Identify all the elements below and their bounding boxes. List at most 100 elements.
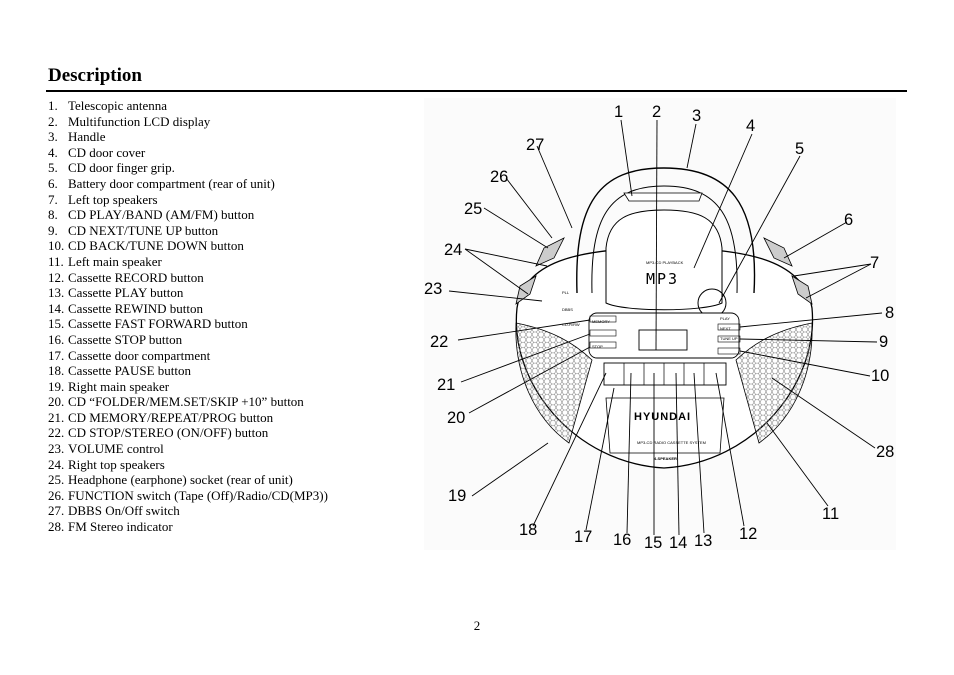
list-item: 18.Cassette PAUSE button [48, 363, 328, 379]
list-item-label: CD STOP/STEREO (ON/OFF) button [68, 425, 269, 441]
diagram-svg: MP3-CD PLAYBACK MP3 PLL DBBS CD-R/RW PLA… [424, 98, 896, 550]
list-item-label: CD PLAY/BAND (AM/FM) button [68, 207, 255, 223]
callout-17: 17 [574, 528, 592, 546]
list-item-number: 17. [48, 347, 65, 363]
list-item-label: Battery door compartment (rear of unit) [68, 175, 275, 191]
display-text: MP3 [646, 270, 679, 288]
handle-grip [623, 192, 703, 202]
list-item: 24.Right top speakers [48, 457, 328, 473]
label-memory: MEMORY [592, 319, 610, 324]
list-item-number: 26. [48, 487, 65, 503]
list-item: 28.FM Stereo indicator [48, 519, 328, 535]
callout-16: 16 [613, 531, 631, 549]
list-item-number: 5. [48, 160, 58, 176]
list-item-label: Multifunction LCD display [68, 113, 211, 129]
list-item-number: 19. [48, 378, 65, 394]
callout-20: 20 [447, 409, 465, 427]
callout-23: 23 [424, 280, 442, 298]
callout-15: 15 [644, 534, 662, 550]
speaker-caption: 4-SPEAKER [654, 456, 677, 461]
callout-19: 19 [448, 487, 466, 505]
list-item: 9. CD NEXT/TUNE UP button [48, 223, 328, 239]
list-item-label: CD NEXT/TUNE UP button [68, 222, 219, 238]
list-item-number: 22. [48, 425, 65, 441]
list-item-number: 11. [48, 253, 64, 269]
title-rule [46, 90, 907, 92]
list-item-label: Left top speakers [68, 191, 158, 207]
list-item-number: 16. [48, 331, 65, 347]
list-item-label: FM Stereo indicator [68, 519, 173, 535]
list-item-number: 13. [48, 285, 65, 301]
callout-25: 25 [464, 200, 482, 218]
list-item-label: FUNCTION switch (Tape (Off)/Radio/CD(MP3… [68, 487, 328, 503]
list-item: 3. Handle [48, 129, 328, 145]
callout-28: 28 [876, 443, 894, 461]
list-item-number: 12. [48, 269, 65, 285]
brand-logo: HYUNDAI [634, 411, 691, 423]
list-item-number: 6. [48, 175, 58, 191]
list-item-label: Right main speaker [68, 378, 170, 394]
list-item: 22.CD STOP/STEREO (ON/OFF) button [48, 425, 328, 441]
callout-8: 8 [885, 304, 894, 322]
callout-27: 27 [526, 136, 544, 154]
list-item: 12.Cassette RECORD button [48, 270, 328, 286]
list-item-label: Headphone (earphone) socket (rear of uni… [68, 472, 293, 488]
list-item: 15.Cassette FAST FORWARD button [48, 316, 328, 332]
list-item: 14.Cassette REWIND button [48, 301, 328, 317]
list-item-number: 21. [48, 409, 65, 425]
callout-3: 3 [692, 107, 701, 125]
list-item: 4.CD door cover [48, 145, 328, 161]
callout-13: 13 [694, 532, 712, 550]
list-item: 10.CD BACK/TUNE DOWN button [48, 238, 328, 254]
list-item-number: 3. [48, 129, 58, 145]
callout-24: 24 [444, 241, 462, 259]
left-grille [515, 322, 593, 444]
list-item-label: CD MEMORY/REPEAT/PROG button [68, 409, 274, 425]
cassette-keys [603, 362, 727, 386]
list-item-label: Cassette RECORD button [68, 269, 204, 285]
list-item-label: Cassette PLAY button [68, 285, 184, 301]
list-item-number: 14. [48, 300, 65, 316]
list-item: 6. Battery door compartment (rear of unit… [48, 176, 328, 192]
list-item-number: 8. [48, 207, 58, 223]
callout-11: 11 [822, 505, 839, 523]
cd-button-stop[interactable] [589, 341, 617, 349]
list-item: 19.Right main speaker [48, 379, 328, 395]
callout-18: 18 [519, 521, 537, 539]
list-item: 5. CD door finger grip. [48, 160, 328, 176]
list-item-number: 7. [48, 191, 58, 207]
list-item: 25.Headphone (earphone) socket (rear of … [48, 472, 328, 488]
list-item: 2. Multifunction LCD display [48, 114, 328, 130]
list-item-label: Cassette REWIND button [68, 300, 204, 316]
list-item: 27.DBBS On/Off switch [48, 503, 328, 519]
list-item-number: 18. [48, 363, 65, 379]
list-item: 13.Cassette PLAY button [48, 285, 328, 301]
list-item: 26.FUNCTION switch (Tape (Off)/Radio/CD(… [48, 488, 328, 504]
list-item-label: Cassette FAST FORWARD button [68, 316, 248, 332]
callout-5: 5 [795, 140, 804, 158]
list-item-label: Handle [68, 129, 106, 145]
list-item-label: Cassette PAUSE button [68, 363, 192, 379]
list-item-number: 9. [48, 222, 58, 238]
list-item-label: DBBS On/Off switch [68, 503, 180, 519]
list-item-number: 20. [48, 394, 65, 410]
list-item-label: Left main speaker [68, 253, 162, 269]
callout-12: 12 [739, 525, 757, 543]
list-item-label: CD door finger grip. [68, 160, 175, 176]
callout-7: 7 [870, 254, 879, 272]
list-item-number: 4. [48, 144, 58, 160]
cassette-door [605, 397, 725, 454]
product-diagram: MP3-CD PLAYBACK MP3 PLL DBBS CD-R/RW PLA… [424, 98, 896, 550]
list-item: 8. CD PLAY/BAND (AM/FM) button [48, 207, 328, 223]
cd-button-folder[interactable] [589, 315, 617, 323]
callout-2: 2 [652, 103, 661, 121]
label-tune-up: TUNE UP [720, 336, 738, 341]
callout-9: 9 [879, 333, 888, 351]
list-item-number: 1. [48, 98, 58, 113]
cd-button-memory[interactable] [589, 329, 617, 337]
callout-6: 6 [844, 211, 853, 229]
list-item-number: 2. [48, 113, 58, 129]
list-item: 20.CD “FOLDER/MEM.SET/SKIP +10” button [48, 394, 328, 410]
list-item: 16.Cassette STOP button [48, 332, 328, 348]
label-pll: PLL [562, 290, 570, 295]
